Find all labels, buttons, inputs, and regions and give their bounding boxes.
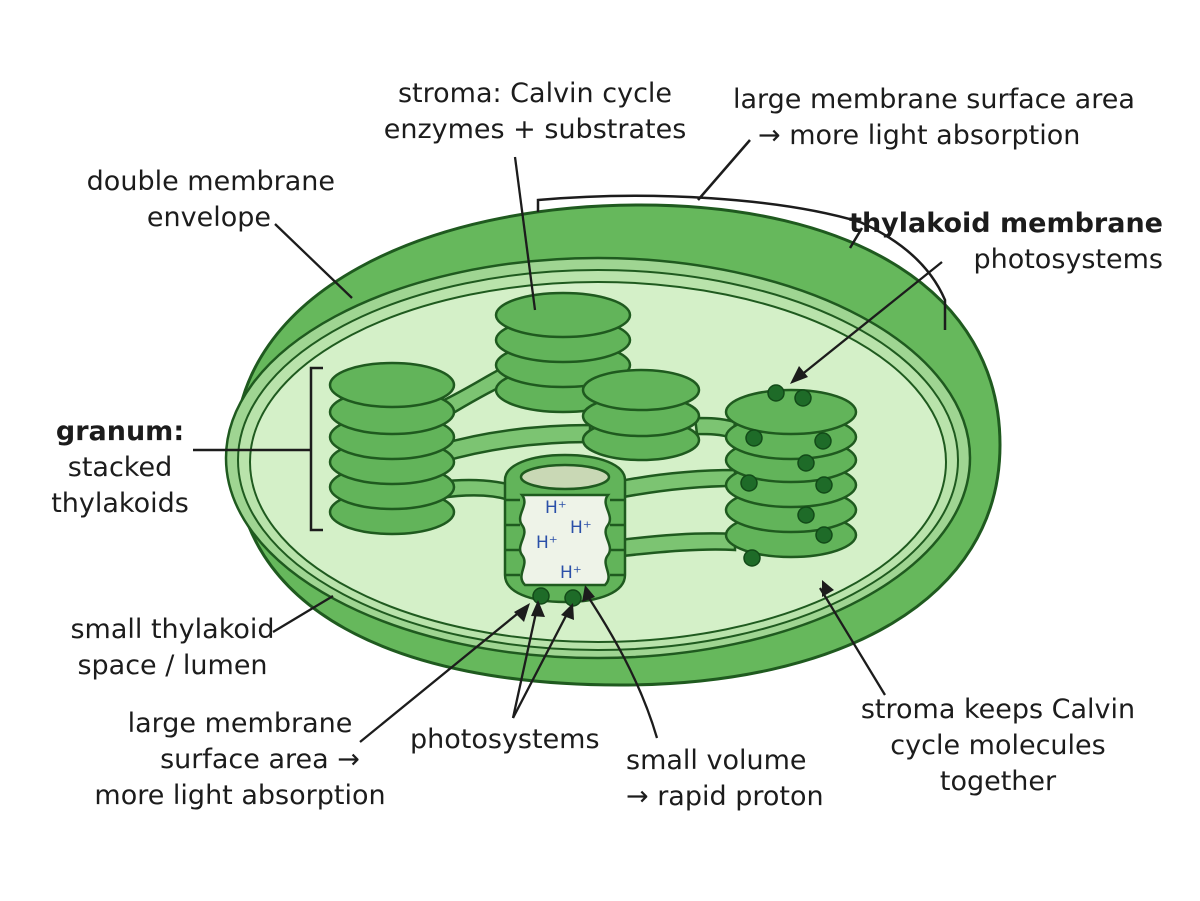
granum-label: granum: stacked thylakoids: [40, 414, 200, 522]
granum-line-2: stacked: [67, 452, 173, 483]
arrow-lines: [359, 261, 943, 743]
granum-line-3: thylakoids: [51, 488, 189, 519]
small-volume-label: small volume → rapid proton: [626, 743, 824, 815]
stroma-keeps-line-3: together: [939, 766, 1057, 797]
lumen-label: small thylakoid space / lumen: [50, 612, 295, 684]
envelope-line-2: envelope: [146, 202, 271, 233]
granum-bracket: [193, 366, 323, 532]
granum-middle: [581, 368, 701, 462]
stroma-keeps-line-1: stroma keeps Calvin: [860, 694, 1136, 725]
thylakoid-membrane-label: thylakoid membrane photosystems: [845, 206, 1163, 278]
stroma-enzymes-label: stroma: Calvin cycle enzymes + substrate…: [380, 76, 690, 148]
proton-4: H⁺: [560, 563, 582, 583]
thylakoid-membrane-line-2: photosystems: [973, 244, 1163, 275]
envelope-label: double membrane envelope: [60, 164, 335, 236]
arrow-heads: [514, 366, 834, 622]
surface-area-brackets: [536, 139, 947, 330]
granum-cutaway: [503, 453, 627, 604]
envelope-line-1: double membrane: [86, 166, 335, 197]
surface-bottom-line-1: large membrane: [127, 708, 353, 739]
surface-top-line-1: large membrane surface area: [733, 84, 1135, 115]
small-volume-line-1: small volume: [626, 745, 807, 776]
leader-lines: [272, 156, 886, 739]
proton-1: H⁺: [545, 498, 567, 518]
surface-area-bottom-label: large membrane surface area → more light…: [85, 706, 395, 814]
proton-3: H⁺: [536, 533, 558, 553]
stroma-title-line-1: stroma: Calvin cycle: [397, 78, 673, 109]
granum-right: [724, 388, 858, 559]
surface-bottom-line-3: more light absorption: [94, 780, 386, 811]
stroma-keeps-label: stroma keeps Calvin cycle molecules toge…: [840, 692, 1156, 800]
stroma-keeps-line-2: cycle molecules: [890, 730, 1106, 761]
proton-labels: H⁺ H⁺ H⁺ H⁺: [536, 498, 592, 583]
photosystem-dots: [532, 384, 833, 607]
small-volume-line-2: → rapid proton: [626, 781, 824, 812]
lumen-line-1: small thylakoid: [70, 614, 275, 645]
granum-left: [328, 361, 456, 536]
granum-line-1: granum:: [55, 416, 185, 447]
proton-2: H⁺: [570, 518, 592, 538]
surface-top-line-2: → more light absorption: [758, 120, 1081, 151]
surface-bottom-line-2: surface area →: [160, 744, 360, 775]
surface-area-top-label: large membrane surface area → more light…: [733, 82, 1135, 154]
lumen-line-2: space / lumen: [77, 650, 268, 681]
photosystems-label: photosystems: [410, 724, 600, 755]
thylakoid-membrane-line-1: thylakoid membrane: [849, 208, 1163, 239]
stroma-title-line-2: enzymes + substrates: [383, 114, 687, 145]
